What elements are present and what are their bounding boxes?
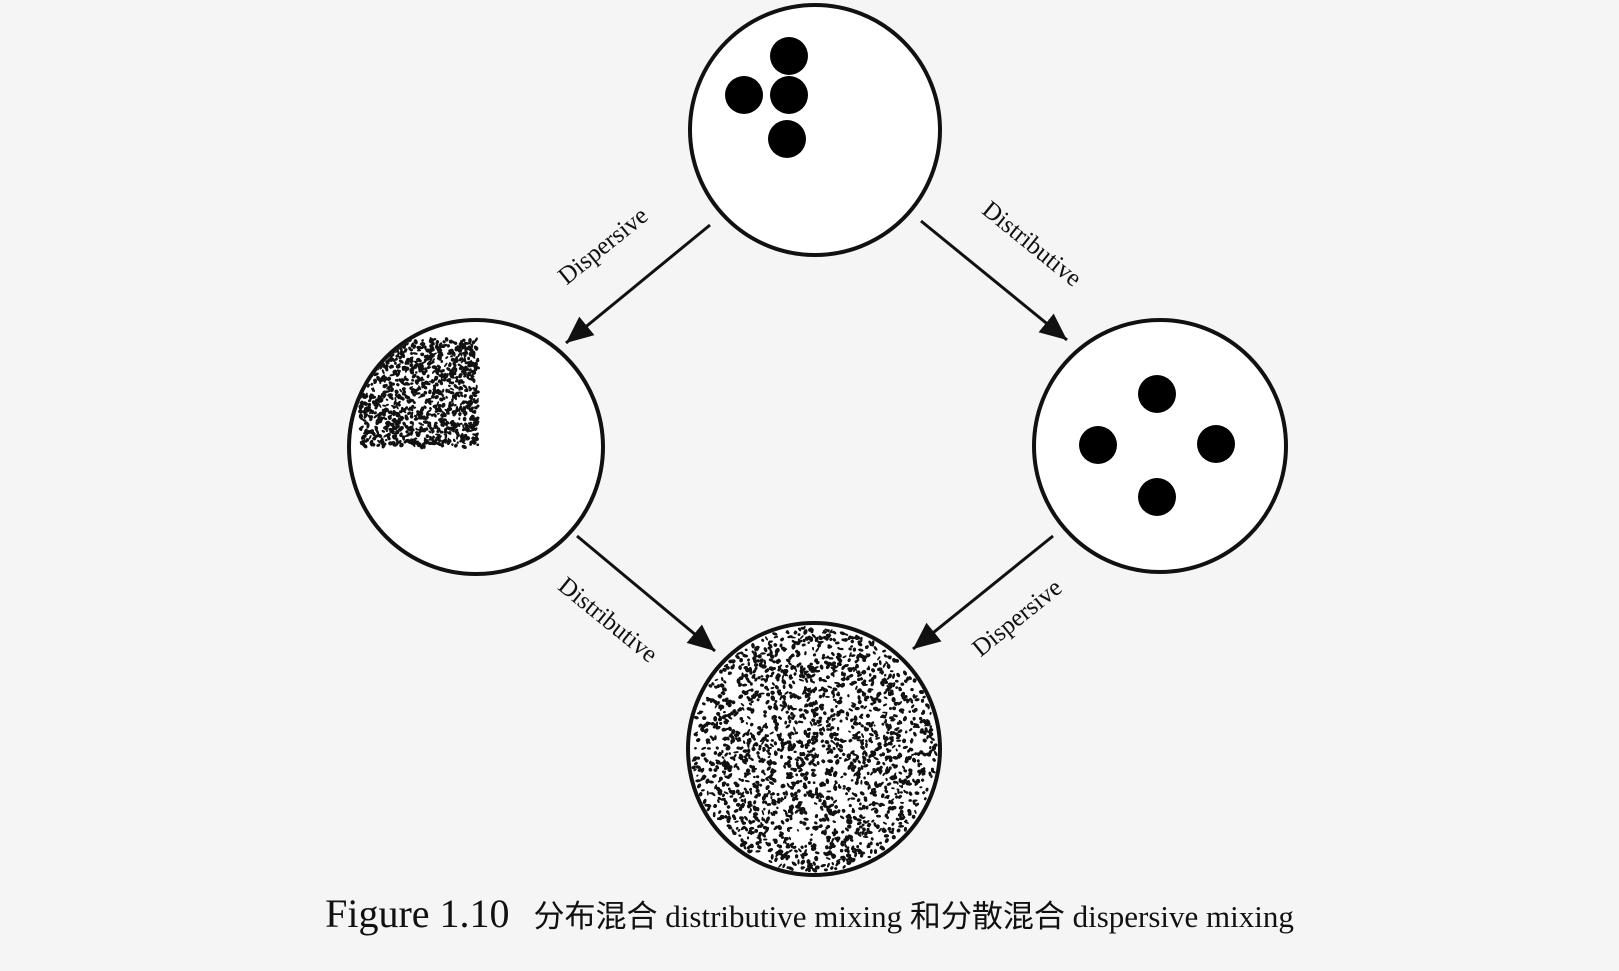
initial-state-circle [688, 3, 942, 257]
figure-number: Figure 1.10 [325, 891, 510, 936]
particle [725, 76, 763, 114]
particle [770, 76, 808, 114]
mixing-diagram: Dispersive Distributive Distributive Dis… [347, 3, 1288, 877]
particle [1079, 426, 1117, 464]
arrow-label-bottom-left: Distributive [553, 572, 663, 668]
arrow-right-to-bottom [912, 534, 1054, 651]
particle [1197, 425, 1235, 463]
arrow-left-to-bottom [576, 534, 716, 653]
arrow-label-top-left: Dispersive [553, 202, 653, 290]
particle [1138, 375, 1176, 413]
particle [770, 37, 808, 75]
speckle-patch [358, 337, 481, 450]
arrow-label-bottom-right: Dispersive [967, 574, 1067, 662]
speckle-fill [691, 626, 938, 873]
figure-caption: Figure 1.10 分布混合 distributive mixing 和分散混… [0, 890, 1619, 937]
figure-caption-text: 分布混合 distributive mixing 和分散混合 dispersiv… [533, 899, 1294, 934]
dispersed-only-circle [347, 318, 605, 576]
arrow-top-to-right [920, 219, 1068, 342]
distributed-only-circle [1032, 318, 1288, 574]
final-state-circle [686, 621, 942, 877]
particle [768, 120, 806, 158]
arrow-top-to-left [565, 223, 711, 345]
particle [1138, 478, 1176, 516]
arrow-label-top-right: Distributive [977, 196, 1087, 292]
